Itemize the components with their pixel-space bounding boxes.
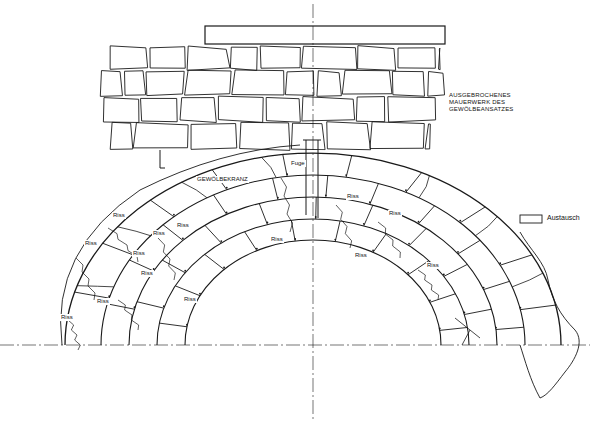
crack-label: Riss <box>354 252 368 259</box>
crack-label: Riss <box>140 270 154 277</box>
axis-line <box>0 345 590 346</box>
legend-text: Austausch <box>547 214 580 221</box>
crack-label: Riss <box>426 262 440 269</box>
crack-label: Riss <box>346 193 360 200</box>
crack-label: Riss <box>60 314 74 321</box>
crack-label: Riss <box>152 230 166 237</box>
crack-label: Riss <box>132 250 146 257</box>
joint-label: Fuge <box>290 160 306 167</box>
arch-rings <box>61 145 561 350</box>
crack-label: Riss <box>388 210 402 217</box>
masonry <box>100 26 445 150</box>
crack-label: Riss <box>84 240 98 247</box>
crack-label: Riss <box>112 212 126 219</box>
anchor-rod <box>303 140 321 218</box>
title-note: GEWÖLBEKRANZ <box>196 176 249 183</box>
broken-masonry <box>520 232 579 398</box>
crack-label: Riss <box>176 222 190 229</box>
crack-label: Riss <box>96 298 110 305</box>
crack-label: Riss <box>183 296 197 303</box>
axis-line <box>313 4 314 420</box>
note-text: AUSGEBROCHENES MAUERWERK DES GEWÖLBEANSA… <box>448 92 546 113</box>
legend-swatch <box>520 215 542 223</box>
crack-label: Riss <box>270 236 284 243</box>
